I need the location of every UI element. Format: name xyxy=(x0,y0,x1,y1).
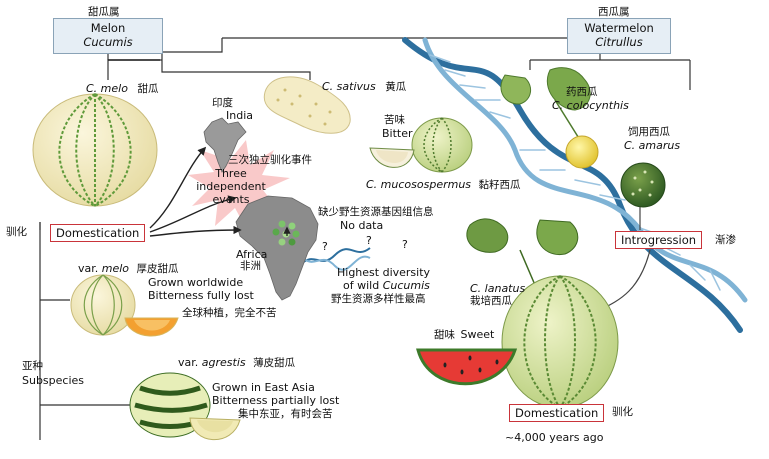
c-colocynthis-name: C. colocynthis xyxy=(552,99,629,112)
diversity-line2: of wild Cucumis xyxy=(343,279,430,292)
africa-dots xyxy=(272,220,300,246)
bitter-en: Bitter xyxy=(382,127,413,140)
diversity-prefix: of wild xyxy=(343,279,383,292)
c-mucosospermus-zh: 黏籽西瓜 xyxy=(478,179,521,191)
question-mark-3: ? xyxy=(402,238,408,251)
c-lanatus-sci: C. lanatus xyxy=(470,282,525,295)
introgression-box: Introgression xyxy=(615,231,703,249)
events-en: Three independent events xyxy=(196,167,266,206)
domestication-right-zh: 驯化 xyxy=(612,406,633,418)
c-amarus-zh: 饲用西瓜 xyxy=(628,126,670,138)
subspecies-zh: 亚种 xyxy=(22,360,43,372)
c-sativus-fruit xyxy=(263,76,351,134)
c-lanatus-name: C. lanatus xyxy=(470,282,526,295)
domestication-right-box: Domestication xyxy=(509,404,605,422)
c-amarus-sci: C. amarus xyxy=(624,139,680,152)
var-agrestis-name: agrestis xyxy=(201,356,246,369)
c-mucosospermus-sci: C. mucosospermus xyxy=(366,178,472,191)
events-line1: Three xyxy=(215,167,247,180)
india-map xyxy=(203,117,247,173)
var-melo-fruit xyxy=(70,274,179,337)
nodata-en: No data xyxy=(340,219,384,232)
question-mark-2: ? xyxy=(366,234,372,247)
c-colocynthis-sci: C. colocynthis xyxy=(552,99,629,112)
watermelon-genus: Citrullus xyxy=(595,35,643,49)
var-agrestis-fruit xyxy=(129,372,241,441)
var-melo-prefix: var. xyxy=(78,262,102,275)
introgression-arrow xyxy=(598,249,651,311)
introgression-zh: 渐渗 xyxy=(715,234,736,246)
c-mucosospermus-label: C. mucosospermus 黏籽西瓜 xyxy=(366,178,521,192)
c-amarus-fruit xyxy=(620,162,666,208)
watermelon-genus-zh: 西瓜属 xyxy=(598,6,630,18)
bitter-zh: 苦味 xyxy=(384,114,405,126)
var-melo-zh: 厚皮甜瓜 xyxy=(136,263,179,275)
var-melo-title: var. melo 厚皮甜瓜 xyxy=(78,262,179,276)
watermelon-name: Watermelon xyxy=(584,21,654,35)
c-mucosospermus-fruit xyxy=(369,117,473,173)
domestication-left-box: Domestication xyxy=(50,224,146,242)
c-melo-fruit xyxy=(32,93,158,207)
africa-en: Africa xyxy=(236,248,268,261)
var-agrestis-zh: 薄皮甜瓜 xyxy=(253,357,296,369)
small-dna xyxy=(299,247,371,271)
c-melo-sci: C. melo xyxy=(86,82,128,95)
var-melo-line2: Grown worldwide xyxy=(148,276,244,289)
india-zh: 印度 xyxy=(212,97,233,109)
events-starburst xyxy=(188,140,290,232)
c-melo-zh: 甜瓜 xyxy=(137,83,159,95)
events-zh: 三次独立驯化事件 xyxy=(228,154,312,166)
melon-box: Melon Cucumis xyxy=(53,18,163,54)
africa-map xyxy=(235,195,319,301)
sweet-label: 甜味 Sweet xyxy=(434,328,494,342)
diversity-zh: 野生资源多样性最高 xyxy=(331,293,426,305)
sweet-en: Sweet xyxy=(460,328,495,341)
domestication-left-zh: 驯化 xyxy=(6,226,27,238)
var-agrestis-line2: Grown in East Asia xyxy=(212,381,315,394)
var-agrestis-zh2: 集中东亚，有时会苦 xyxy=(238,408,333,420)
var-melo-zh2: 全球种植，完全不苦 xyxy=(182,307,277,319)
melon-genus: Cucumis xyxy=(83,35,133,49)
c-sativus-sci: C. sativus xyxy=(322,80,376,93)
c-lanatus-plant xyxy=(466,218,619,409)
diversity-line1: Highest diversity xyxy=(337,266,431,279)
sweet-zh: 甜味 xyxy=(434,329,455,341)
india-en: India xyxy=(226,109,253,122)
var-agrestis-title: var. agrestis 薄皮甜瓜 xyxy=(178,356,295,370)
events-line2: independent xyxy=(196,180,266,193)
diversity-genus: Cucumis xyxy=(382,279,430,292)
c-sativus-zh: 黄瓜 xyxy=(385,81,407,93)
c-lanatus-zh: 栽培西瓜 xyxy=(470,295,512,307)
var-melo-line3: Bitterness fully lost xyxy=(148,289,254,302)
events-line3: events xyxy=(212,193,250,206)
melon-genus-zh: 甜瓜属 xyxy=(88,6,120,18)
c-colocynthis-zh: 药西瓜 xyxy=(566,86,598,98)
var-melo-name: melo xyxy=(101,262,130,275)
c-melo-label: C. melo 甜瓜 xyxy=(86,82,158,96)
nodata-zh: 缺少野生资源基因组信息 xyxy=(318,206,434,218)
domestication-arrows xyxy=(108,59,242,237)
c-amarus-name: C. amarus xyxy=(624,139,681,152)
africa-zh: 非洲 xyxy=(240,260,261,272)
c-sativus-label: C. sativus 黄瓜 xyxy=(322,80,406,94)
sweet-slice xyxy=(416,348,518,386)
var-agrestis-prefix: var. xyxy=(178,356,202,369)
c-colocynthis-plant xyxy=(500,67,599,169)
watermelon-box: Watermelon Citrullus xyxy=(567,18,671,54)
var-agrestis-line3: Bitterness partially lost xyxy=(212,394,340,407)
melon-name: Melon xyxy=(90,21,126,35)
subspecies-en: Subspecies xyxy=(22,374,85,387)
domestication-right-ago: ~4,000 years ago xyxy=(505,431,604,444)
question-mark-1: ? xyxy=(322,240,328,253)
